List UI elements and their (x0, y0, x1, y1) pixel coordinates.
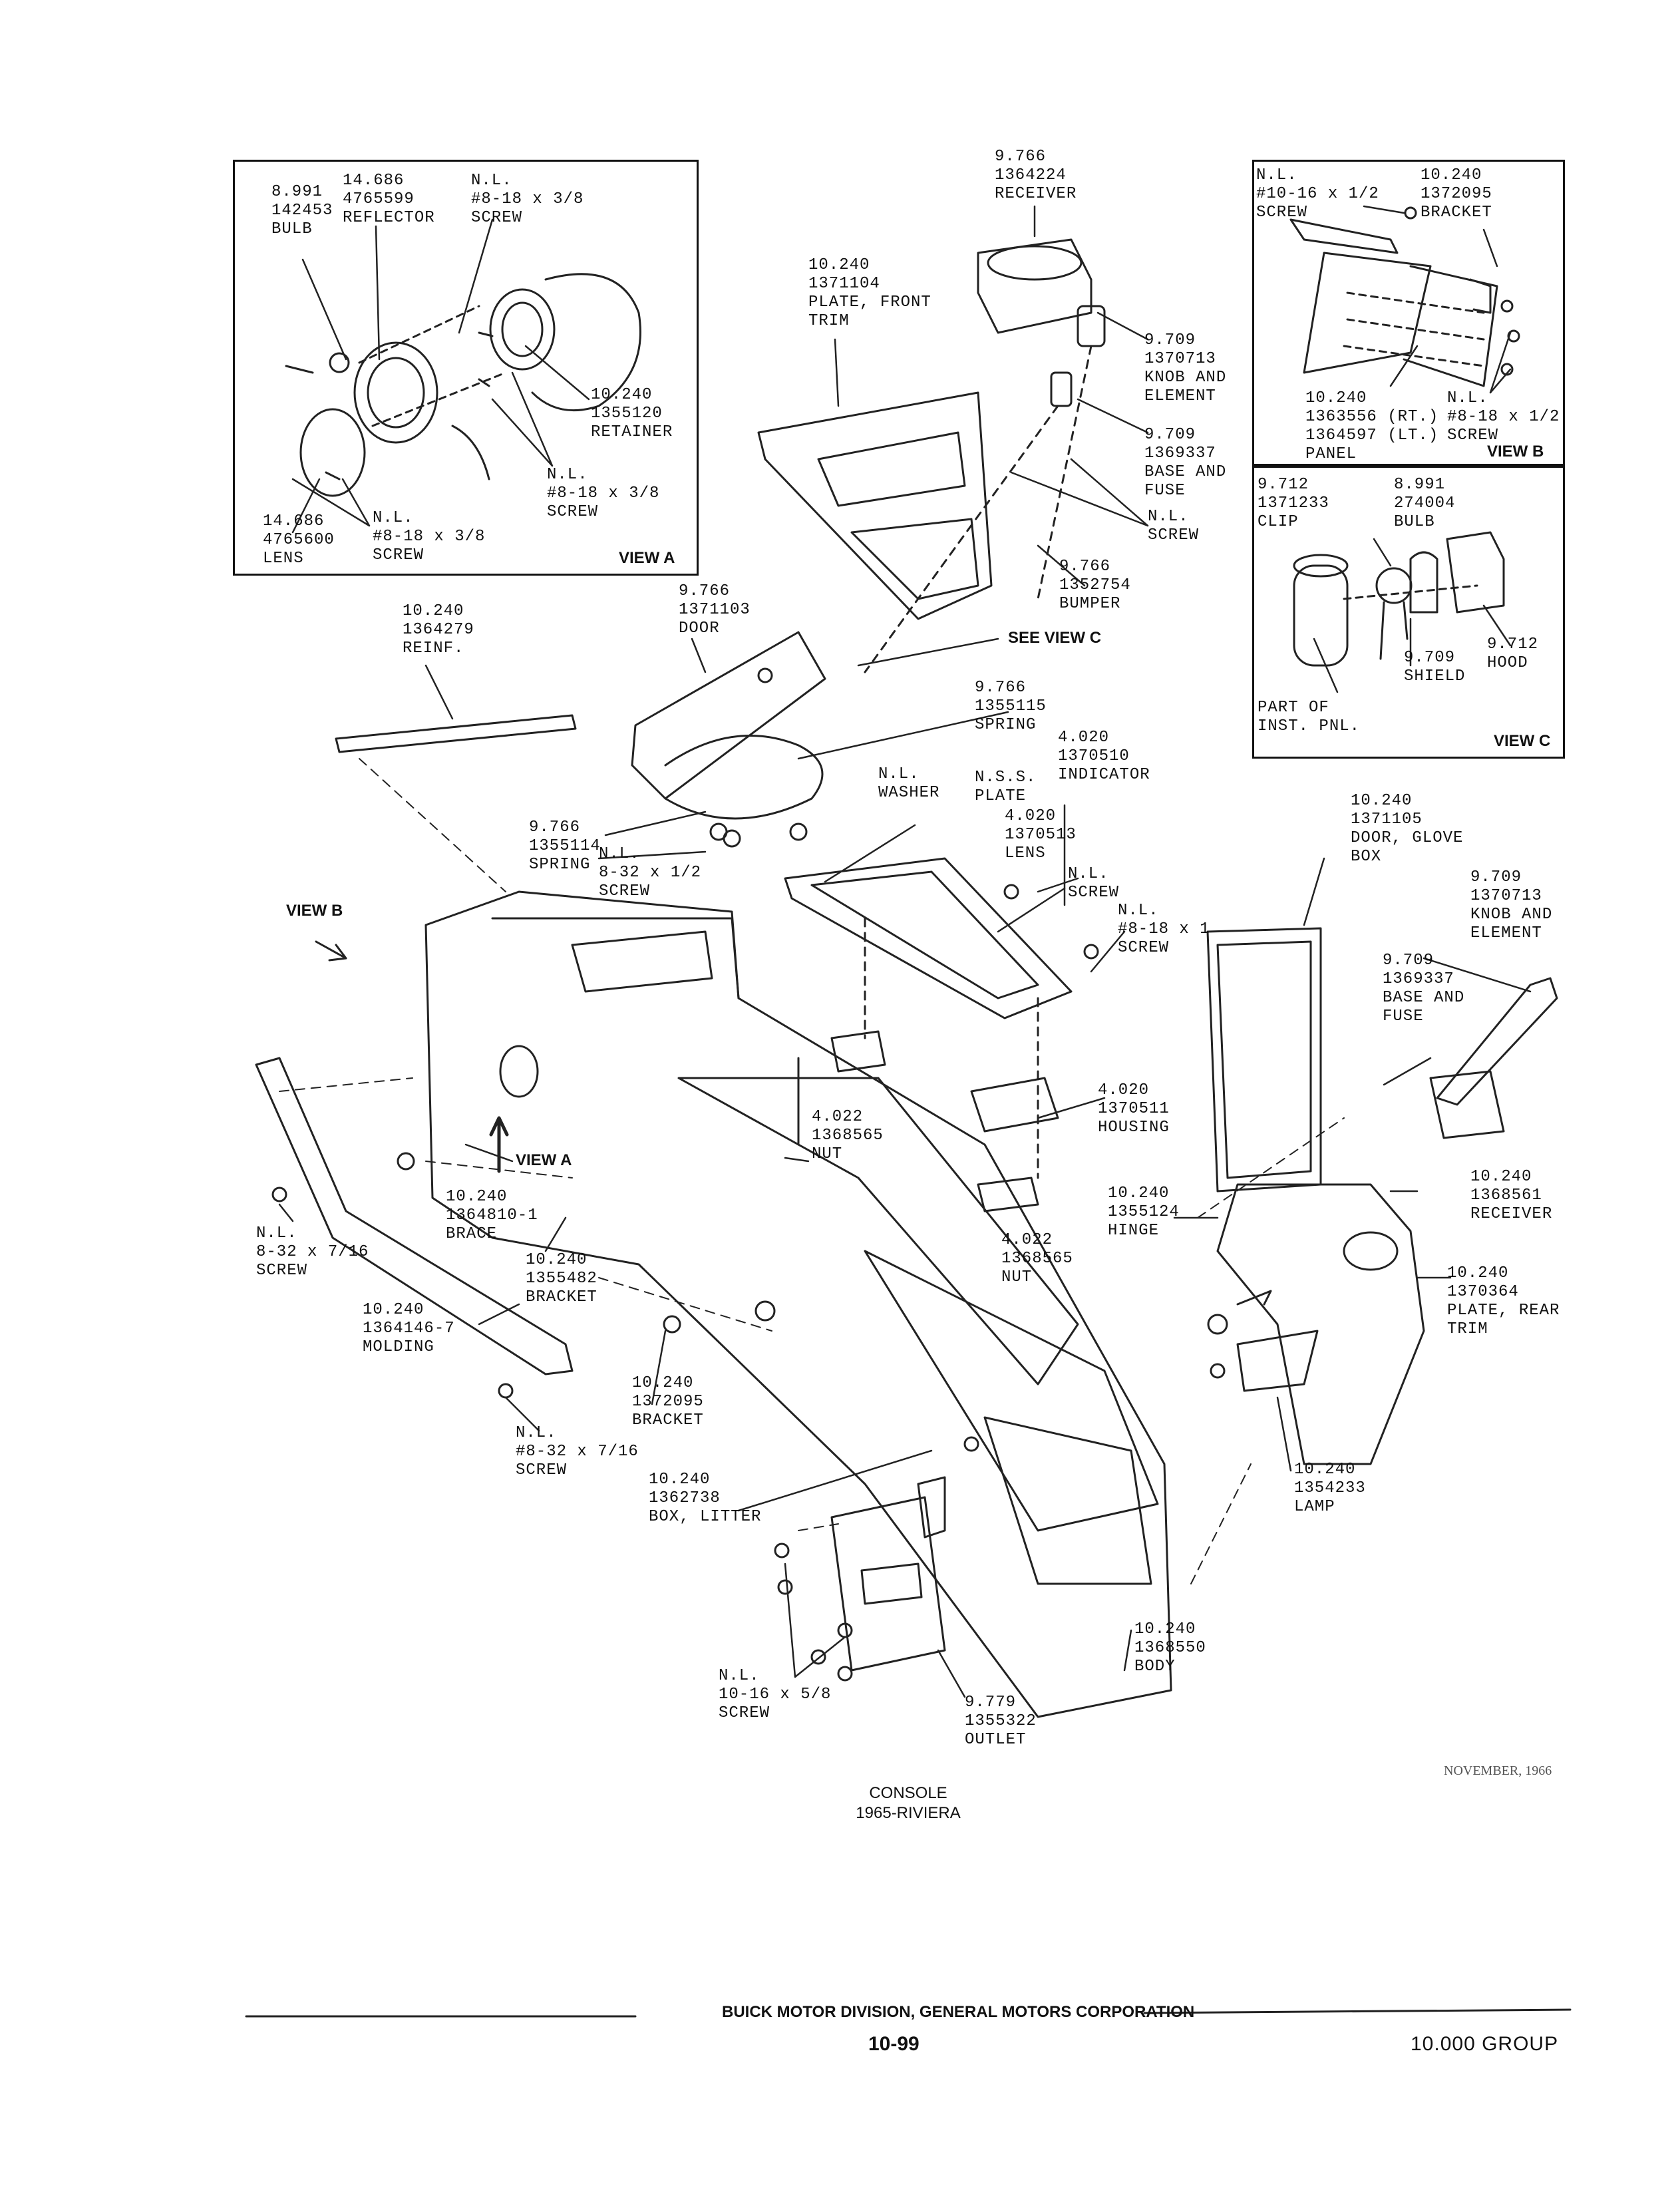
callout-bracket-bottom: 10.240 1372095 BRACKET (632, 1374, 704, 1429)
view-a-pointer-label: VIEW A (516, 1151, 572, 1169)
reinf-drawing (335, 714, 577, 753)
callout-knob-right: 9.709 1370713 KNOB AND ELEMENT (1470, 868, 1553, 942)
caption-title: CONSOLE (869, 1784, 947, 1802)
callout-base-fuse-top: 9.709 1369337 BASE AND FUSE (1144, 426, 1227, 500)
view-a-drawing (285, 273, 641, 497)
callout-bulb-a: 8.991 142453 BULB (271, 183, 333, 238)
callout-indicator: 4.020 1370510 INDICATOR (1058, 729, 1150, 784)
front-trim-drawing (757, 238, 1106, 673)
console-body-drawing (424, 890, 1172, 1718)
callout-screw-nl-center: N.L. SCREW (1068, 865, 1120, 902)
view-b-box-label: VIEW B (1487, 443, 1544, 460)
view-a-frame (233, 160, 699, 576)
view-b-frame (1252, 160, 1565, 466)
callout-glove-door: 10.240 1371105 DOOR, GLOVE BOX (1351, 792, 1464, 866)
indicator-drawing (784, 857, 1073, 1212)
view-c-drawing (1293, 531, 1505, 667)
callout-rear-trim: 10.240 1370364 PLATE, REAR TRIM (1447, 1264, 1560, 1338)
callout-front-trim: 10.240 1371104 PLATE, FRONT TRIM (808, 256, 931, 330)
callout-screw-10-16: N.L. 10-16 x 5/8 SCREW (719, 1667, 832, 1722)
callout-knob-top: 9.709 1370713 KNOB AND ELEMENT (1144, 331, 1227, 405)
view-b-drawing (1289, 206, 1520, 387)
callout-screw-8-32-716-top: N.L. 8-32 x 7/16 SCREW (256, 1224, 369, 1280)
callout-molding: 10.240 1364146-7 MOLDING (363, 1301, 455, 1356)
callout-body: 10.240 1368550 BODY (1134, 1620, 1206, 1676)
callout-receiver-right: 10.240 1368561 RECEIVER (1470, 1168, 1553, 1223)
view-c-frame (1252, 466, 1565, 759)
callout-hinge: 10.240 1355124 HINGE (1108, 1185, 1180, 1240)
callout-lamp: 10.240 1354233 LAMP (1294, 1461, 1366, 1516)
callout-housing: 4.020 1370511 HOUSING (1098, 1081, 1170, 1137)
lamp-drawing (1207, 1290, 1319, 1392)
view-a-arrow (489, 1116, 509, 1173)
callout-reinf: 10.240 1364279 REINF. (403, 602, 474, 657)
callout-spring-top: 9.766 1355115 SPRING (975, 679, 1047, 734)
footer-division: BUICK MOTOR DIVISION, GENERAL MOTORS COR… (722, 2003, 1195, 2021)
callout-brace: 10.240 1364810-1 BRACE (446, 1188, 538, 1243)
footer-group: 10.000 GROUP (1411, 2033, 1559, 2055)
callout-screw-8-32-716-bottom: N.L. #8-32 x 7/16 SCREW (516, 1424, 639, 1479)
callout-screw-b-top: N.L. #10-16 x 1/2 SCREW (1256, 166, 1379, 222)
callout-screw-8-32-half: N.L. 8-32 x 1/2 SCREW (599, 845, 702, 900)
glove-door-drawing (631, 631, 826, 848)
callout-screw-b-right: N.L. #8-18 x 1/2 SCREW (1447, 389, 1560, 445)
callout-lens-center: 4.020 1370513 LENS (1005, 807, 1077, 862)
callout-receiver-top: 9.766 1364224 RECEIVER (995, 148, 1077, 203)
callout-bumper: 9.766 1352754 BUMPER (1059, 558, 1131, 613)
callout-hood-c: 9.712 HOOD (1487, 636, 1539, 672)
callout-screw-8-18-1: N.L. #8-18 x 1 SCREW (1118, 902, 1210, 957)
diagram-caption: CONSOLE 1965-RIVIERA (795, 1783, 1021, 1823)
view-b-pointer-label: VIEW B (286, 902, 343, 920)
footer-page-number: 10-99 (868, 2033, 920, 2055)
callout-lens-a: 14.686 4765600 LENS (263, 512, 335, 568)
callout-screw-center: N.L. SCREW (1148, 508, 1200, 544)
footer-rule-right (1143, 2008, 1572, 2014)
callout-screw-a-top: N.L. #8-18 x 3/8 SCREW (471, 172, 584, 227)
callout-base-fuse-right: 9.709 1369337 BASE AND FUSE (1383, 952, 1465, 1025)
glove-box-drawing (1206, 927, 1558, 1465)
callout-retainer: 10.240 1355120 RETAINER (591, 386, 673, 441)
outlet-drawing (774, 1476, 946, 1682)
callout-clip-c: 9.712 1371233 CLIP (1258, 476, 1329, 531)
leader-lines (278, 205, 1532, 1698)
caption-model: 1965-RIVIERA (856, 1804, 961, 1822)
callout-outlet: 9.779 1355322 OUTLET (965, 1694, 1037, 1749)
callout-inst-pnl: PART OF INST. PNL. (1258, 699, 1361, 735)
callout-bracket-left: 10.240 1355482 BRACKET (526, 1251, 597, 1306)
assembly-lines (279, 758, 1345, 1584)
callout-bracket-b: 10.240 1372095 BRACKET (1421, 166, 1492, 222)
see-view-c-label: SEE VIEW C (1008, 629, 1102, 647)
view-b-arrow (315, 940, 347, 962)
revision-date: NOVEMBER, 1966 (1444, 1763, 1552, 1778)
molding-drawing (255, 1057, 574, 1375)
callout-screw-a-mid: N.L. #8-18 x 3/8 SCREW (547, 466, 660, 521)
view-c-label: VIEW C (1494, 732, 1551, 750)
callout-nut-upper: 4.022 1368565 NUT (812, 1108, 884, 1163)
callout-washer: N.L. WASHER (878, 765, 940, 802)
callout-door: 9.766 1371103 DOOR (679, 582, 751, 638)
callout-nss-plate: N.S.S. PLATE (975, 769, 1037, 805)
callout-spring-left: 9.766 1355114 SPRING (529, 819, 601, 874)
callout-shield-c: 9.709 SHIELD (1404, 649, 1466, 685)
callout-reflector: 14.686 4765599 REFLECTOR (343, 172, 435, 227)
view-a-label: VIEW A (619, 549, 675, 567)
callout-panel-b: 10.240 1363556 (RT.) 1364597 (LT.) PANEL (1305, 389, 1439, 463)
callout-screw-a-bottom: N.L. #8-18 x 3/8 SCREW (373, 509, 486, 564)
callout-litter-box: 10.240 1362738 BOX, LITTER (649, 1471, 762, 1526)
callout-bulb-c: 8.991 274004 BULB (1394, 476, 1456, 531)
callout-nut-lower: 4.022 1368565 NUT (1001, 1231, 1073, 1286)
